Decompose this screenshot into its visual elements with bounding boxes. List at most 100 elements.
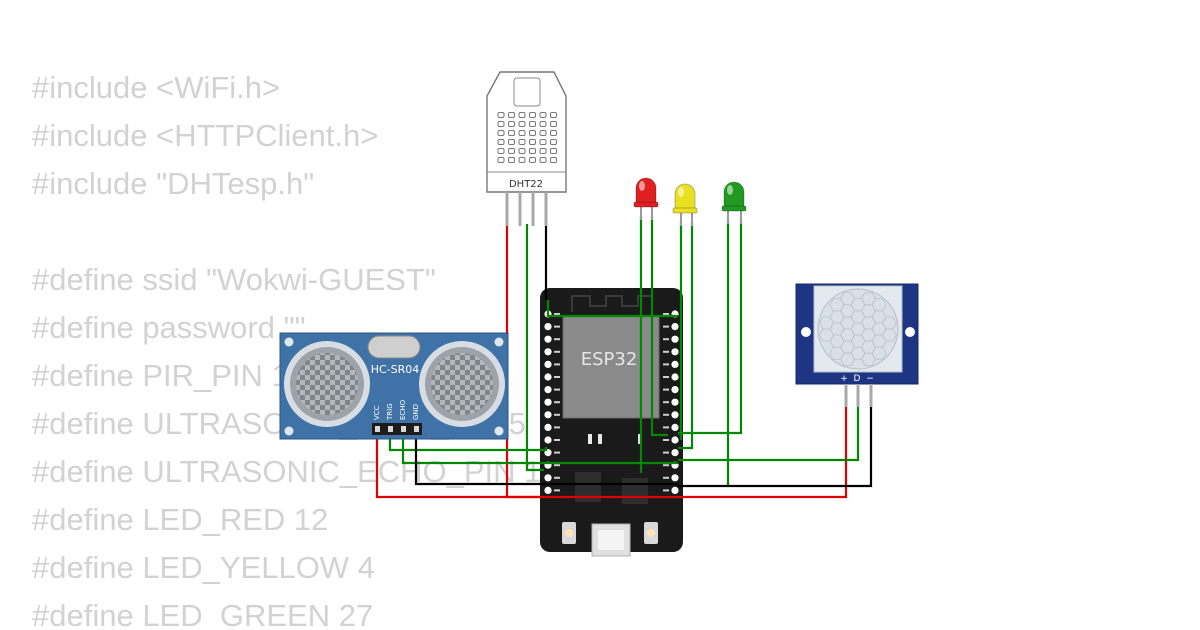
esp32-pin[interactable] [671,474,679,482]
hcsr04-hole-tr [494,337,504,347]
esp32-pin-label-mark [554,476,560,479]
wire-led-green-anode [678,220,743,435]
esp32-pin-label-mark [554,376,560,378]
dht22-grille-slot [518,157,526,163]
code-line: #define PIR_PIN 13 [32,358,307,393]
hcsr04-transducer-right [419,341,505,427]
dht22-grille-slot [529,139,536,145]
led-highlight [727,185,733,195]
hcsr04-hole-tl [284,337,294,347]
esp32-board[interactable]: ESP32 [540,288,683,557]
esp32-pin[interactable] [671,373,679,381]
pir-sensor[interactable]: +D− [795,283,919,407]
esp32-pin-label-mark [663,451,669,454]
dht22-grille-slot [550,112,557,118]
dht22-grille-slot [539,148,547,154]
esp32-pin-label-mark [554,451,560,454]
dht22-grille-slot [518,112,526,118]
code-line: #define LED_GREEN 27 [32,598,374,630]
esp32-pin[interactable] [544,373,552,381]
led-green[interactable] [721,181,747,224]
esp32-pin-label-mark [554,401,560,404]
esp32-pin-label-mark [554,426,560,429]
dht22-grille-slot [550,121,557,127]
dht22-pins [505,192,548,226]
led-red[interactable] [633,177,659,220]
esp32-pin[interactable] [544,411,552,419]
esp32-pin-label-mark [663,401,669,404]
esp32-pin-label-mark [663,388,669,391]
pir-hole-right [905,327,915,337]
esp32-pin[interactable] [544,348,552,356]
dht22-grille-slot [529,130,536,136]
dht22-grille-slot [497,112,505,118]
esp32-pin[interactable] [671,486,679,494]
esp32-regulator [622,478,648,504]
esp32-pin[interactable] [544,335,552,343]
wire-hcsr04-gnd [414,428,678,486]
pir-hole-left [801,327,811,337]
esp32-pin-labels [554,313,669,492]
esp32-pin[interactable] [671,449,679,457]
esp32-pin-label-mark [663,464,669,467]
esp32-pin-label-mark [663,426,669,429]
esp32-pin[interactable] [671,386,679,394]
esp32-pin[interactable] [671,323,679,331]
esp32-pin[interactable] [544,323,552,331]
dht22-grille-slot [518,121,526,127]
esp32-pin[interactable] [671,423,679,431]
esp32-pin[interactable] [544,486,552,494]
esp32-reset-button-cap [647,529,655,537]
esp32-pin-label-mark [663,476,669,479]
hcsr04-pin-label: TRIG [386,403,394,421]
wire-hcsr04-echo [401,428,678,465]
dht22-grille-slot [497,121,505,127]
esp32-pin-label-mark [663,350,669,353]
dht22-grille-slot [539,112,547,118]
dht22-grille-slot [497,130,505,136]
esp32-pin[interactable] [671,348,679,356]
esp32-pin[interactable] [671,335,679,343]
esp32-pin-label-mark [663,413,669,416]
esp32-pin[interactable] [544,436,552,444]
esp32-pin[interactable] [671,360,679,368]
led-yellow[interactable] [672,183,698,226]
esp32-pin[interactable] [544,474,552,482]
esp32-right-pins [671,310,679,494]
pir-lens-cell [881,328,898,342]
dht22-grille-slot [508,121,515,127]
dht22-sensor[interactable]: DHT22 [486,71,567,226]
esp32-pin[interactable] [544,386,552,394]
wire-led-red-anode [650,216,668,437]
led-rim [633,201,659,208]
dht22-grille-slot [529,112,536,118]
code-listing: #include <WiFi.h>#include <HTTPClient.h>… [32,64,559,630]
code-line: #define LED_RED 12 [32,502,329,537]
esp32-pin-label-mark [663,313,669,315]
esp32-pin-label-mark [554,489,560,492]
hcsr04-pin-label: GND [412,404,420,420]
wire-hcsr04-vcc [375,428,546,499]
dht22-grille-slot [497,148,505,154]
hcsr04-pin-label: VCC [373,405,381,420]
led-highlight [639,181,645,191]
esp32-pin[interactable] [544,360,552,368]
led-rim [672,207,698,214]
esp32-pin-label-mark [663,376,669,378]
esp32-pin[interactable] [671,411,679,419]
esp32-pin[interactable] [671,436,679,444]
dht22-grille-slot [508,130,515,136]
pir-dome-lens [818,292,898,366]
dht22-grille-slot [550,130,557,136]
dht22-grille-slot [508,157,515,163]
esp32-pin[interactable] [544,398,552,406]
esp32-usb-opening [598,530,624,550]
esp32-pin[interactable] [544,423,552,431]
dht22-mount-slot [513,77,541,107]
esp32-pin[interactable] [671,398,679,406]
dht22-grille-slot [497,139,505,145]
code-line: #include <WiFi.h> [32,70,281,105]
